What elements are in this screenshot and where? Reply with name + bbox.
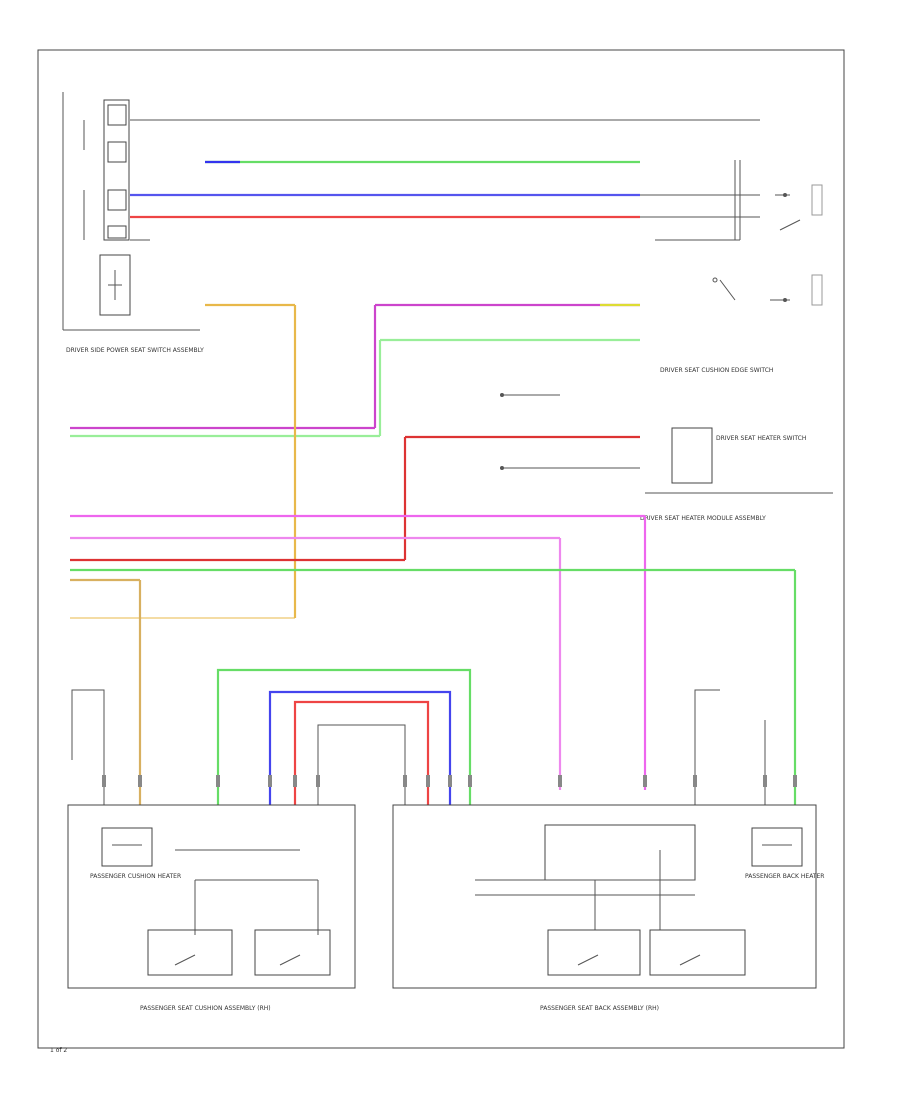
right-top-switch-label: DRIVER SEAT CUSHION EDGE SWITCH (660, 367, 773, 374)
diagram-frame (37, 49, 845, 1049)
connector-stubs (102, 775, 797, 787)
wire-blue-loop (268, 690, 452, 805)
heater-module-label: DRIVER SEAT HEATER MODULE ASSEMBLY (640, 515, 766, 522)
left-cushion-heater-label: PASSENGER CUSHION HEATER (90, 873, 181, 880)
wire-right-ground (694, 689, 720, 805)
passenger-cushion-module (67, 804, 356, 989)
ground-symbols (500, 393, 640, 470)
wire-black-loop (317, 724, 406, 805)
passenger-back-module (392, 804, 817, 989)
page-number: 1 of 2 (50, 1047, 67, 1054)
heater-switch-box (671, 427, 713, 484)
wire-left-ground (71, 689, 105, 805)
heater-switch-label: DRIVER SEAT HEATER SWITCH (716, 435, 806, 442)
wire-green-loop (216, 668, 472, 805)
left-bottom-module-label: PASSENGER SEAT CUSHION ASSEMBLY (RH) (140, 1005, 271, 1012)
driver-seat-switch-assembly (62, 92, 200, 331)
wire-red-loop (293, 700, 430, 805)
right-bottom-module-label: PASSENGER SEAT BACK ASSEMBLY (RH) (540, 1005, 659, 1012)
left-top-switch-label: DRIVER SIDE POWER SEAT SWITCH ASSEMBLY (66, 347, 204, 354)
right-cushion-heater-label: PASSENGER BACK HEATER (745, 873, 824, 880)
driver-cushion-edge-switch (640, 160, 823, 306)
